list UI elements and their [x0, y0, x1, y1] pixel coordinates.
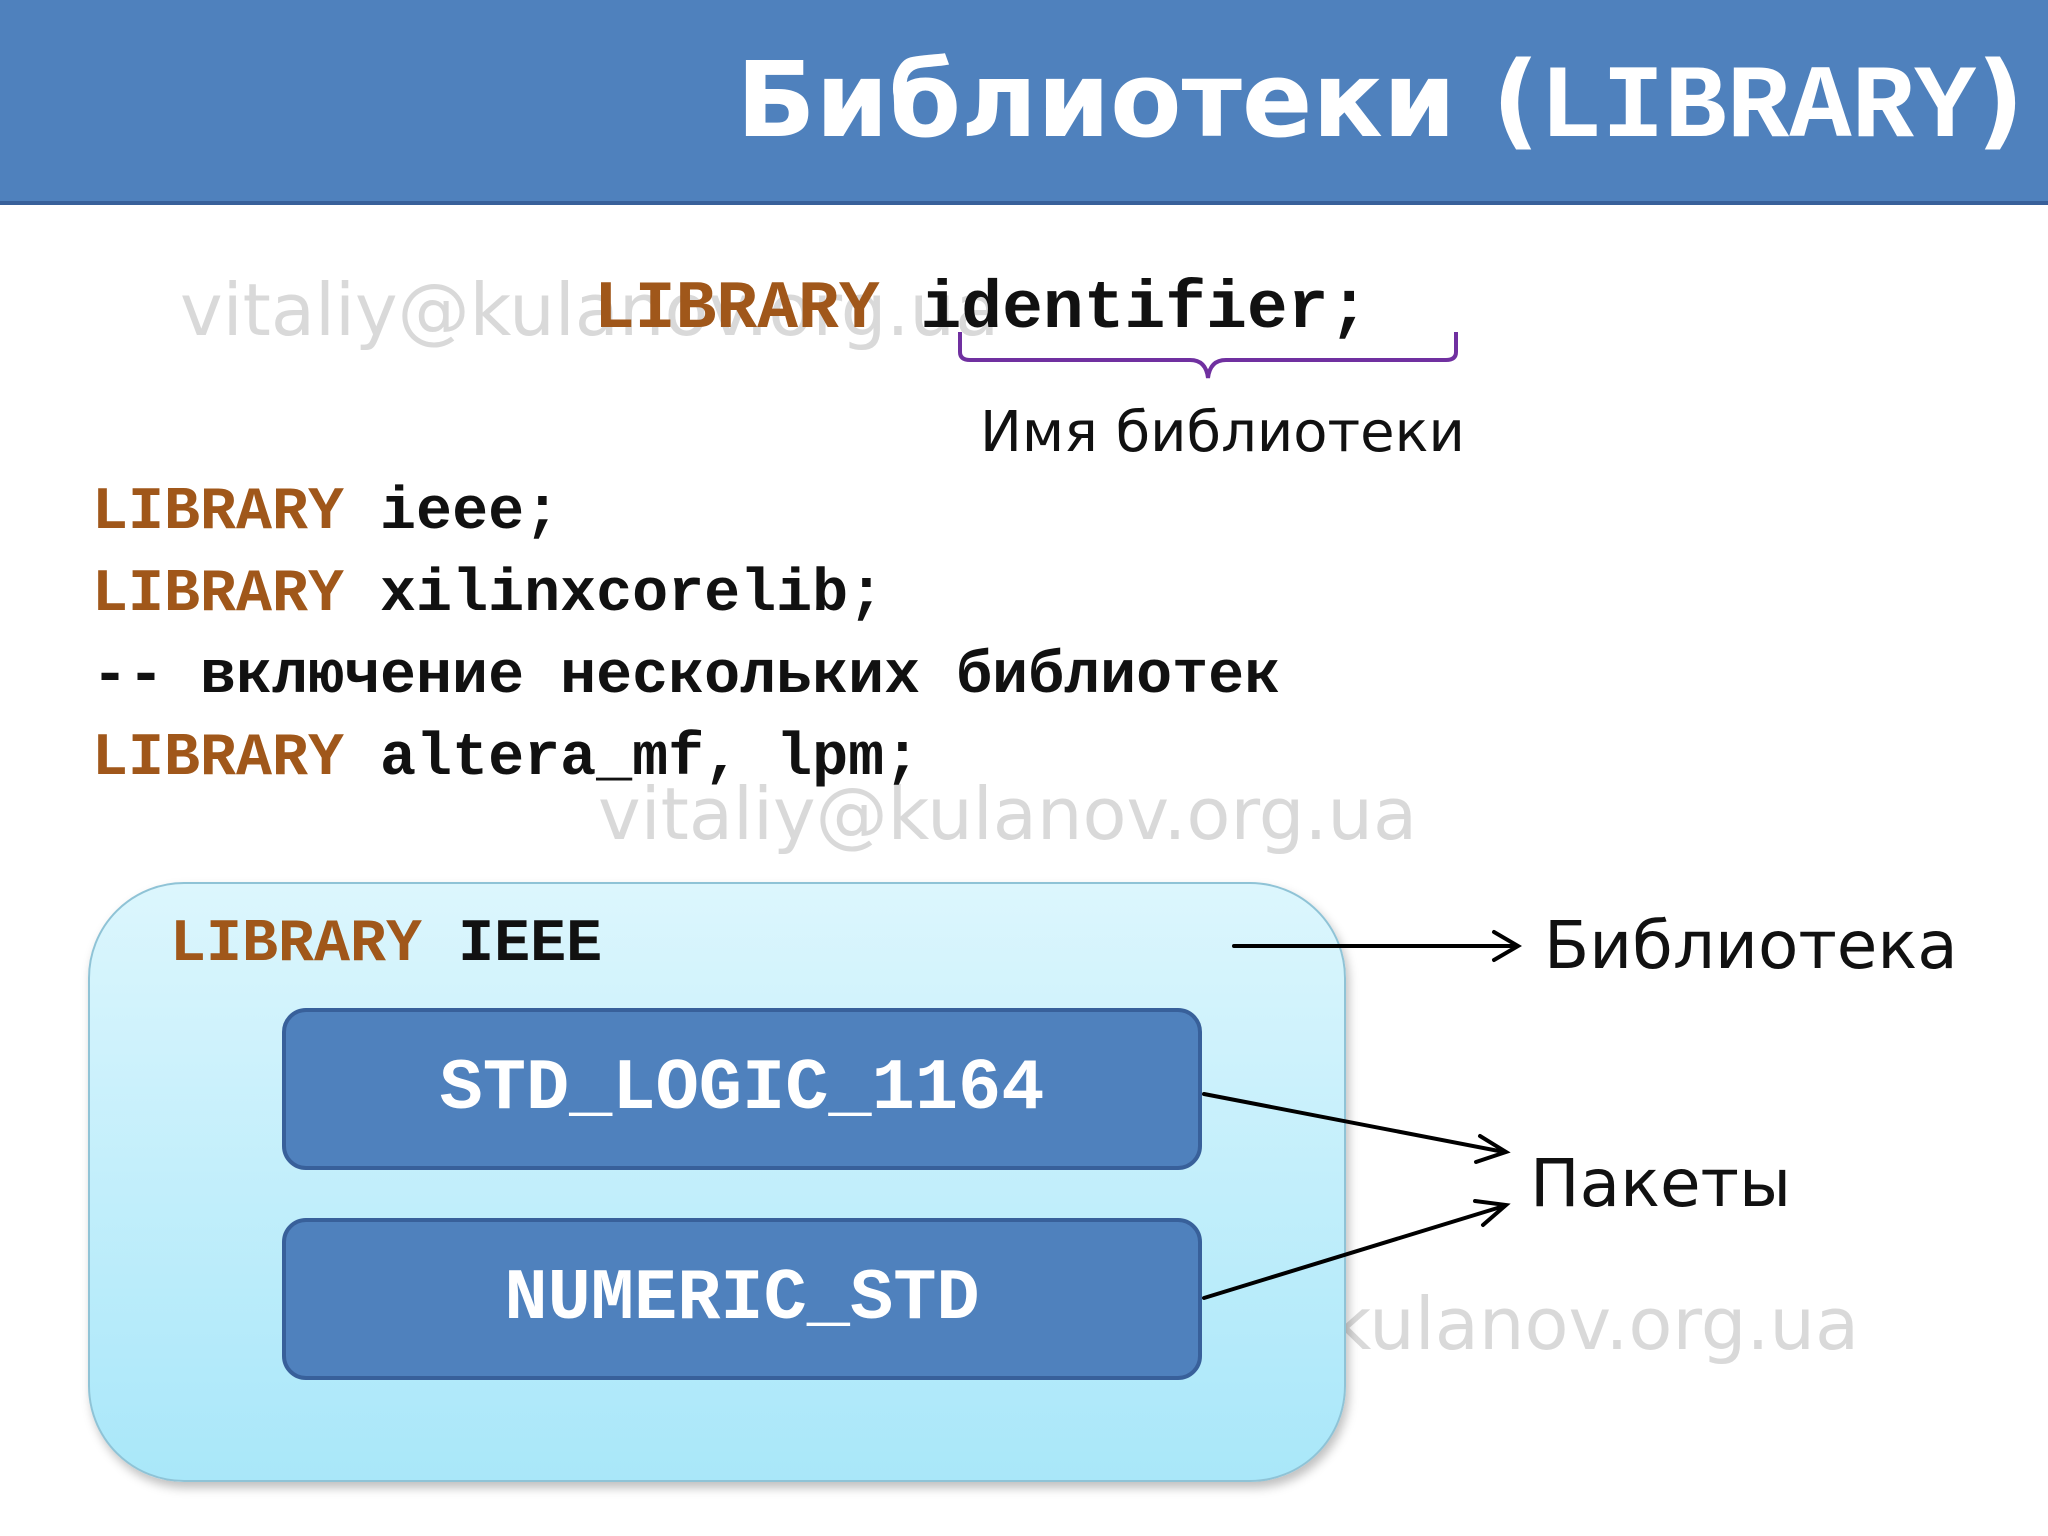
syntax-identifier: identifier	[920, 271, 1329, 348]
code-rest: altera_mf, lpm;	[344, 725, 921, 793]
arrow-package-1	[1202, 1092, 1511, 1164]
code-keyword: LIBRARY	[92, 561, 345, 629]
code-line: LIBRARY ieee;	[92, 478, 560, 548]
slide-title: Библиотеки (LIBRARY)	[736, 40, 2024, 169]
code-line: LIBRARY altera_mf, lpm;	[92, 724, 920, 794]
title-prefix: Библиотеки (	[736, 39, 1540, 161]
title-bar: Библиотеки (LIBRARY)	[0, 0, 2048, 205]
title-suffix: )	[1976, 39, 2024, 161]
library-header: LIBRARY IEEE	[170, 910, 602, 980]
syntax-keyword: LIBRARY	[594, 271, 880, 348]
code-rest: ieee;	[344, 479, 561, 547]
identifier-brace	[958, 332, 1458, 379]
code-rest: xilinxcorelib;	[344, 561, 885, 629]
label-library: Библиотека	[1544, 907, 1958, 984]
library-name: IEEE	[458, 911, 603, 979]
label-packages: Пакеты	[1530, 1145, 1792, 1222]
syntax-terminator: ;	[1328, 271, 1370, 348]
watermark: vitaliy@kulanov.org.ua	[598, 772, 1418, 856]
package-std-logic-1164: STD_LOGIC_1164	[282, 1008, 1202, 1170]
title-code: LIBRARY	[1539, 50, 1977, 168]
syntax-line: LIBRARY identifier;	[594, 270, 1369, 350]
code-line: LIBRARY xilinxcorelib;	[92, 560, 884, 630]
code-rest: -- включение нескольких библиотек	[92, 643, 1281, 711]
code-comment: -- включение нескольких библиотек	[92, 642, 1280, 712]
watermark: vitaliy@kulanov.org.ua	[180, 268, 1000, 352]
code-keyword: LIBRARY	[92, 725, 345, 793]
library-keyword: LIBRARY	[170, 911, 423, 979]
arrow-library	[1232, 930, 1522, 962]
library-container	[88, 882, 1346, 1482]
brace-label: Имя библиотеки	[980, 400, 1465, 465]
package-numeric-std: NUMERIC_STD	[282, 1218, 1202, 1380]
arrow-package-2	[1202, 1199, 1511, 1300]
code-keyword: LIBRARY	[92, 479, 345, 547]
